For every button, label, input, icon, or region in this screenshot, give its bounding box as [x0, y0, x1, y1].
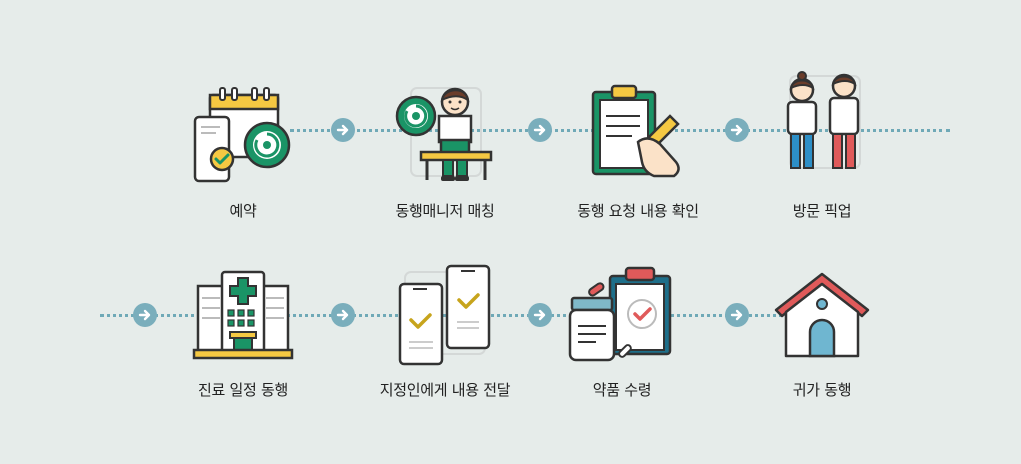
manager-matching-icon — [393, 80, 498, 189]
arrow-icon — [331, 303, 355, 327]
step-label: 예약 — [229, 202, 257, 220]
step-label: 동행매니저 매칭 — [395, 202, 495, 220]
arrow-icon — [331, 118, 355, 142]
step-label: 동행 요청 내용 확인 — [577, 202, 699, 220]
step-label: 약품 수령 — [592, 381, 652, 399]
step-label: 방문 픽업 — [792, 202, 852, 220]
clipboard-check-icon — [588, 82, 693, 186]
medicine-pickup-icon — [566, 264, 674, 370]
arrow-icon — [133, 303, 157, 327]
arrow-icon — [725, 303, 749, 327]
step-label: 귀가 동행 — [792, 381, 852, 399]
step-label: 지정인에게 내용 전달 — [379, 381, 511, 399]
visit-pickup-icon — [780, 70, 870, 182]
arrow-icon — [725, 118, 749, 142]
mobile-message-icon — [395, 262, 495, 374]
arrow-icon — [528, 303, 552, 327]
home-icon — [772, 268, 872, 364]
calendar-schedule-icon — [190, 85, 295, 189]
arrow-icon — [528, 118, 552, 142]
hospital-icon — [192, 268, 294, 367]
row2-connector — [100, 314, 790, 317]
step-label: 진료 일정 동행 — [198, 381, 288, 399]
